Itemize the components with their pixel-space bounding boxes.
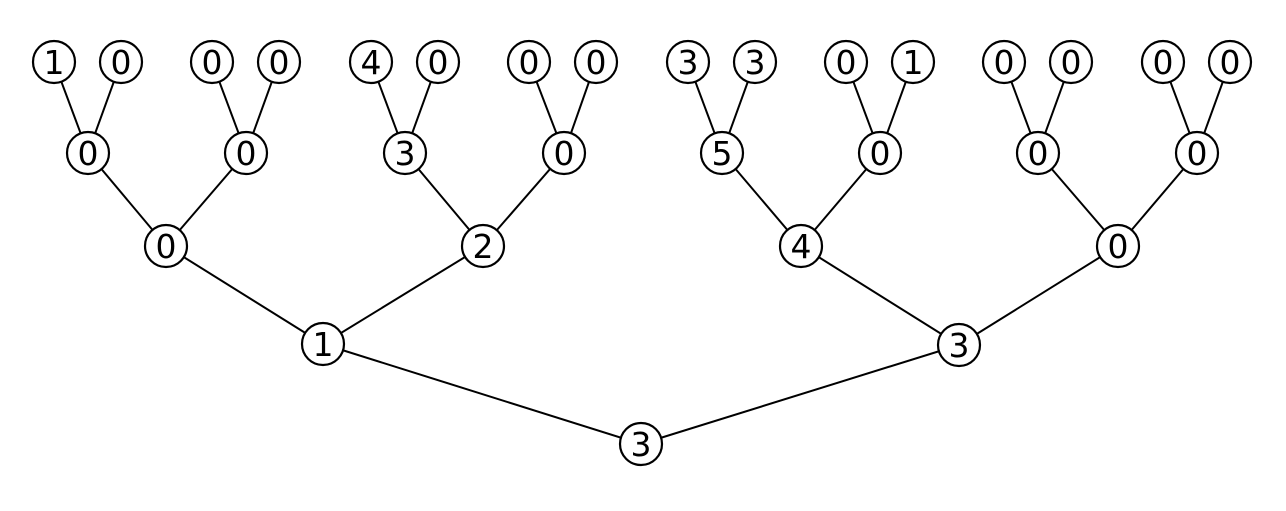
tree-node xyxy=(665,39,711,85)
node-label: 3 xyxy=(395,134,416,173)
node-label: 0 xyxy=(1061,43,1082,82)
tree-node xyxy=(256,39,302,85)
tree-node xyxy=(618,421,664,467)
node-label: 0 xyxy=(994,43,1015,82)
tree-edge xyxy=(958,245,1119,346)
node-label: 4 xyxy=(361,43,382,82)
tree-node xyxy=(823,39,869,85)
tree-edge xyxy=(322,343,642,445)
tree-node xyxy=(857,130,903,176)
node-label: 5 xyxy=(712,134,733,173)
tree-node xyxy=(981,39,1027,85)
node-label: 0 xyxy=(78,134,99,173)
node-label: 0 xyxy=(269,43,290,82)
node-label: 0 xyxy=(202,43,223,82)
node-label: 0 xyxy=(519,43,540,82)
node-label: 0 xyxy=(1187,134,1208,173)
node-label: 1 xyxy=(44,43,65,82)
tree-node xyxy=(415,39,461,85)
tree-node xyxy=(1095,223,1141,269)
tree-node xyxy=(1048,39,1094,85)
tree-node xyxy=(1015,130,1061,176)
tree-node xyxy=(31,39,77,85)
node-label: 0 xyxy=(236,134,257,173)
node-label: 0 xyxy=(586,43,607,82)
tree-node xyxy=(890,39,936,85)
tree-node xyxy=(1207,39,1253,85)
tree-node xyxy=(382,130,428,176)
tree-node xyxy=(300,321,346,367)
node-label: 0 xyxy=(1153,43,1174,82)
node-label: 3 xyxy=(745,43,766,82)
tree-edge xyxy=(165,245,324,345)
tree-node xyxy=(778,223,824,269)
node-label: 3 xyxy=(631,425,652,464)
node-label: 0 xyxy=(554,134,575,173)
node-label: 0 xyxy=(870,134,891,173)
tree-node xyxy=(348,39,394,85)
tree-node xyxy=(506,39,552,85)
tree-edge xyxy=(800,245,960,346)
node-label: 0 xyxy=(1220,43,1241,82)
node-label: 0 xyxy=(1108,227,1129,266)
node-label: 0 xyxy=(111,43,132,82)
tree-node xyxy=(573,39,619,85)
tree-node xyxy=(143,223,189,269)
tree-node xyxy=(699,130,745,176)
tree-node xyxy=(65,130,111,176)
node-label: 0 xyxy=(836,43,857,82)
node-label: 1 xyxy=(903,43,924,82)
node-label: 3 xyxy=(949,326,970,365)
node-label: 0 xyxy=(1028,134,1049,173)
tree-node xyxy=(541,130,587,176)
tree-edge xyxy=(322,245,484,345)
tree-node xyxy=(98,39,144,85)
node-label: 1 xyxy=(313,325,334,364)
tree-node xyxy=(1174,130,1220,176)
tree-node xyxy=(223,130,269,176)
node-label: 0 xyxy=(428,43,449,82)
tree-node xyxy=(1140,39,1186,85)
tree-node xyxy=(732,39,778,85)
tree-node xyxy=(189,39,235,85)
node-label: 2 xyxy=(473,227,494,266)
tree-node xyxy=(460,223,506,269)
node-label: 0 xyxy=(156,227,177,266)
tree-edge xyxy=(640,344,960,445)
node-label: 4 xyxy=(791,227,812,266)
node-label: 3 xyxy=(678,43,699,82)
tree-node xyxy=(936,322,982,368)
